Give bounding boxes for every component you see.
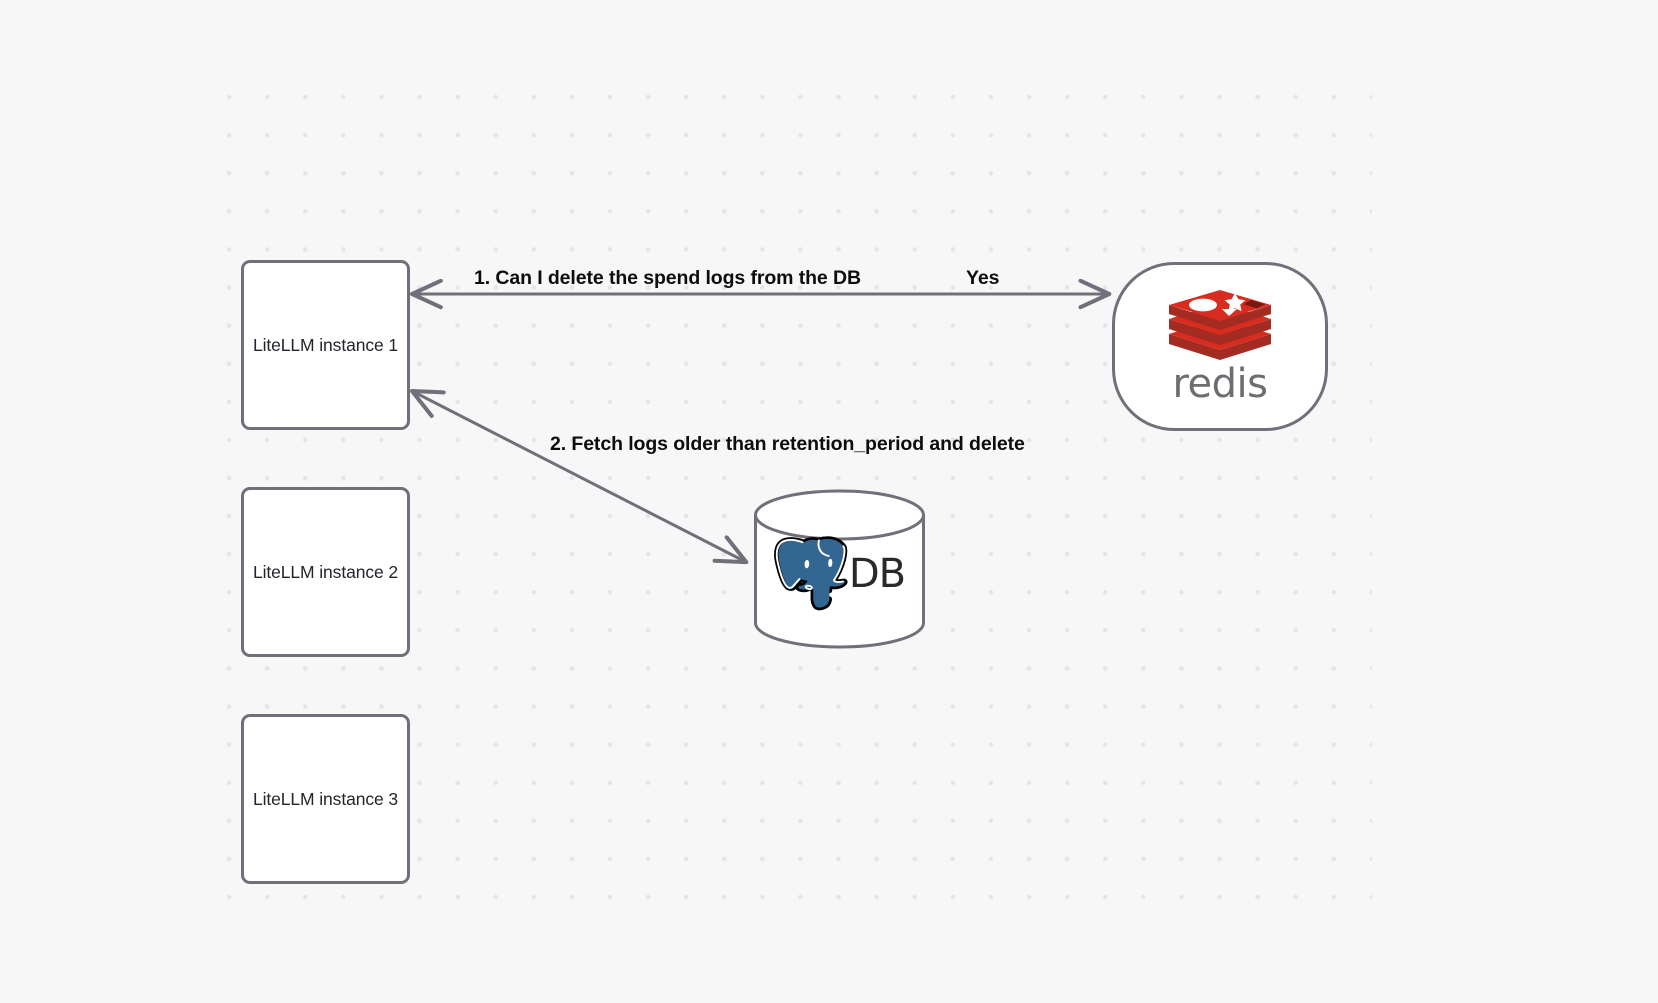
node-database[interactable]: DB <box>753 489 926 649</box>
edge-litellm1-db <box>412 391 746 562</box>
node-redis[interactable]: redis <box>1112 262 1328 431</box>
redis-wordmark: redis <box>1172 361 1268 407</box>
edge-label-step-2: 2. Fetch logs older than retention_perio… <box>550 433 1025 455</box>
edge-label-step-1: 1. Can I delete the spend logs from the … <box>474 267 861 289</box>
edge-label-redis-reply: Yes <box>966 267 1000 289</box>
database-label: DB <box>848 551 906 597</box>
node-litellm-instance-2[interactable]: LiteLLM instance 2 <box>241 487 410 657</box>
node-litellm-instance-1[interactable]: LiteLLM instance 1 <box>241 260 410 430</box>
node-litellm-instance-3[interactable]: LiteLLM instance 3 <box>241 714 410 884</box>
postgresql-elephant-icon <box>773 536 848 611</box>
node-label: LiteLLM instance 1 <box>252 334 399 355</box>
redis-stack-icon <box>1169 290 1271 360</box>
database-logo-row: DB <box>753 529 926 619</box>
node-label: LiteLLM instance 2 <box>252 561 399 582</box>
redis-logo: redis <box>1165 289 1275 404</box>
node-label: LiteLLM instance 3 <box>252 788 399 809</box>
